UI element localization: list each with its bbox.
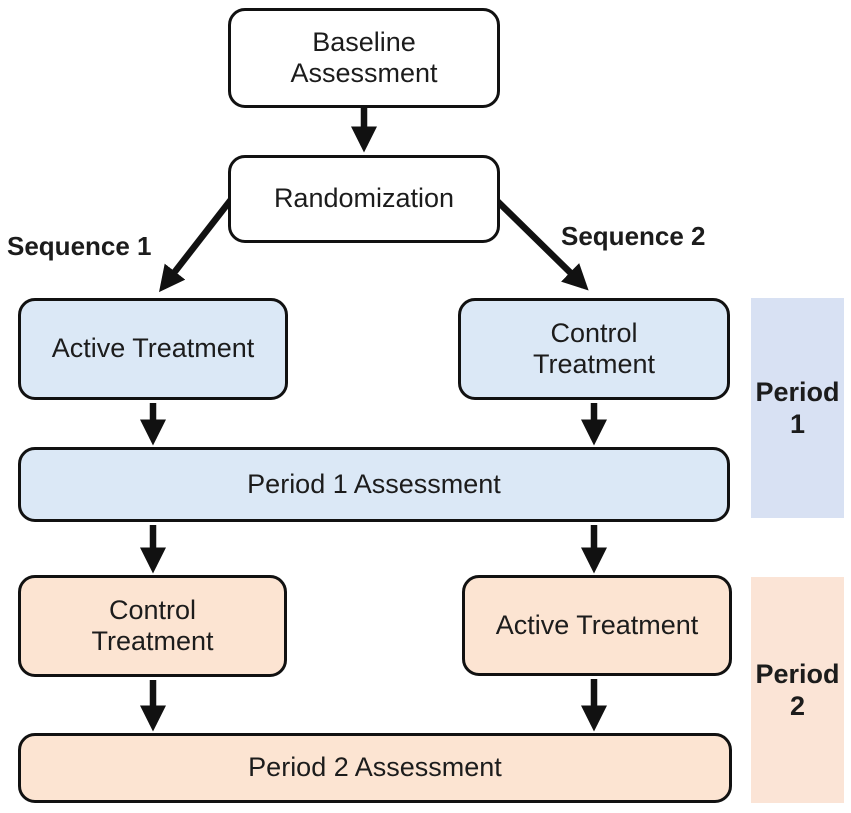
node-randomization: Randomization (228, 155, 500, 243)
period-1-sidebar: Period 1 (751, 298, 844, 518)
node-period2-active-treatment: Active Treatment (462, 575, 732, 676)
node-period2-assessment: Period 2 Assessment (18, 733, 732, 803)
period-2-sidebar: Period 2 (751, 577, 844, 803)
sequence-1-label: Sequence 1 (7, 231, 152, 261)
node-period1-control-treatment: Control Treatment (458, 298, 730, 400)
node-period2-control-treatment: Control Treatment (18, 575, 287, 677)
node-baseline-assessment: Baseline Assessment (228, 8, 500, 108)
node-period1-active-treatment: Active Treatment (18, 298, 288, 400)
node-period1-assessment: Period 1 Assessment (18, 447, 730, 522)
sequence-2-label: Sequence 2 (561, 221, 706, 251)
